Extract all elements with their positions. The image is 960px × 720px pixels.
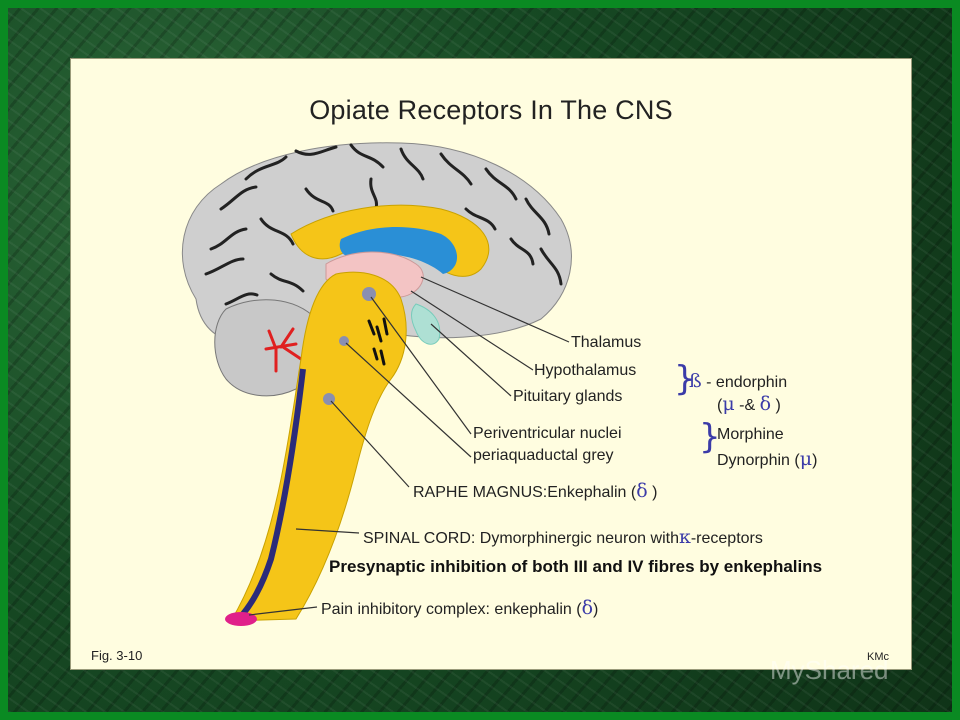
delta-symbol: δ	[636, 480, 648, 502]
dynorphin-close: )	[812, 452, 818, 469]
slide-title: Opiate Receptors In The CNS	[309, 95, 673, 125]
brace-endorphin: }	[674, 359, 696, 399]
delta-symbol-endorphin: δ	[759, 393, 772, 415]
pain-text: Pain inhibitory complex: enkephalin (	[321, 601, 582, 618]
spinal-cord-tip	[225, 612, 257, 626]
raphe-close: )	[647, 484, 658, 501]
slide-panel: Opiate Receptors In The CNS	[70, 58, 912, 670]
note-endorphin-receptors: (μ -& δ )	[717, 393, 781, 415]
brace-morphine: }	[699, 417, 721, 457]
figure-caption: Fig. 3-10	[91, 648, 143, 663]
arbor-vitae	[264, 327, 303, 373]
spinal-tail: -receptors	[690, 530, 763, 547]
nucleus-strokes	[367, 317, 389, 366]
paren-open: (	[717, 397, 723, 414]
site-watermark: MyShared	[770, 655, 889, 685]
descending-tract	[240, 368, 306, 616]
delta-symbol-pain: δ	[581, 597, 594, 619]
label-pain-complex: Pain inhibitory complex: enkephalin (δ)	[321, 597, 598, 619]
spinal-text: SPINAL CORD: Dymorphinergic neuron with	[363, 530, 679, 547]
dynorphin-text: Dynorphin (	[717, 452, 800, 469]
leader-lines	[248, 276, 570, 616]
pituitary-gland	[411, 303, 441, 345]
beta-symbol: ß	[689, 370, 702, 392]
label-periaqueductal: periaquaductal grey	[473, 447, 614, 464]
label-hypothalamus: Hypothalamus	[534, 362, 637, 379]
note-morphine: Morphine	[717, 426, 784, 443]
brain-diagram	[181, 142, 572, 626]
pain-close: )	[593, 601, 599, 618]
raphe-text: RAPHE MAGNUS:Enkephalin (	[413, 484, 637, 501]
author-initials: KMc	[867, 651, 889, 663]
note-endorphin: ß - endorphin	[689, 370, 787, 392]
paren-close: )	[771, 397, 781, 414]
note-dynorphin: Dynorphin (μ)	[717, 448, 817, 470]
kappa-symbol: κ	[678, 526, 691, 548]
label-presynaptic: Presynaptic inhibition of both III and I…	[329, 557, 823, 576]
label-spinal-cord: SPINAL CORD: Dymorphinergic neuron withκ…	[363, 526, 763, 548]
mu-symbol: μ	[722, 393, 735, 415]
mu-symbol-dynorphin: μ	[799, 448, 813, 470]
and-text: -&	[734, 397, 760, 414]
label-pituitary: Pituitary glands	[513, 388, 623, 405]
endorphin-text: - endorphin	[701, 374, 788, 391]
label-periventricular: Periventricular nuclei	[473, 425, 622, 442]
label-thalamus: Thalamus	[571, 334, 642, 351]
label-raphe-magnus: RAPHE MAGNUS:Enkephalin (δ )	[413, 480, 657, 502]
cortex-folds	[204, 143, 563, 306]
lateral-ventricle	[339, 227, 458, 274]
